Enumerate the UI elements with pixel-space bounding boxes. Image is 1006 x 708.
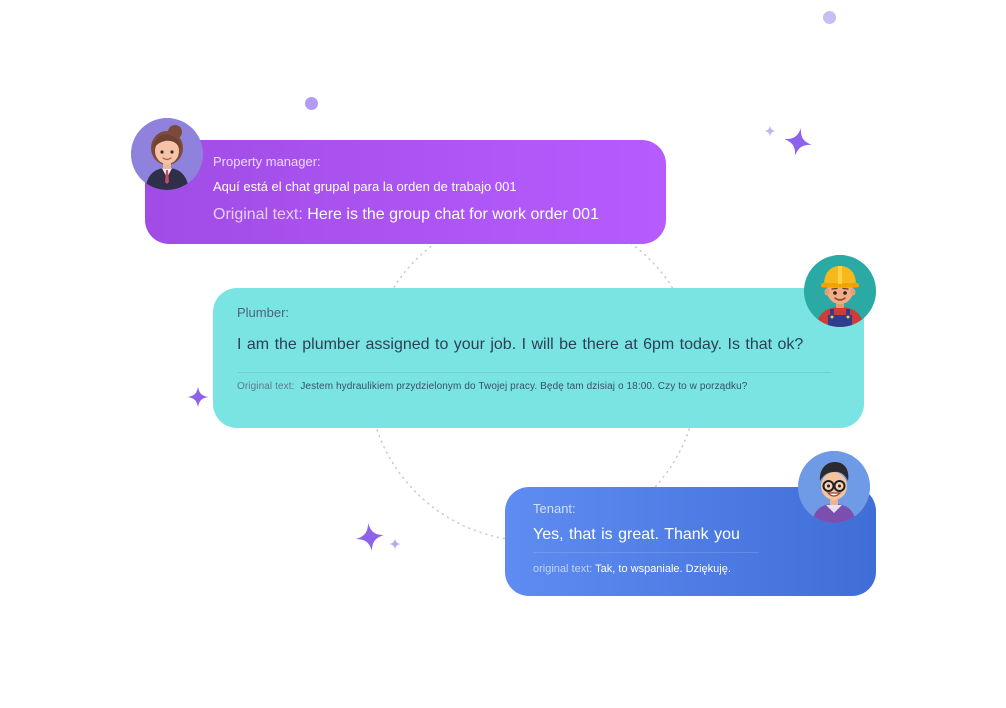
original-text-line: original text: Tak, to wspaniale. Dzięku… xyxy=(533,563,856,575)
sparkle-icon xyxy=(187,386,209,408)
chat-message-plumber: Plumber: I am the plumber assigned to yo… xyxy=(213,288,864,428)
message-divider xyxy=(533,552,759,553)
original-text-line: Original text: Here is the group chat fo… xyxy=(213,206,646,224)
original-text: Jestem hydraulikiem przydzielonym do Two… xyxy=(300,381,748,392)
chat-message-tenant: Tenant: Yes, that is great. Thank you or… xyxy=(505,487,876,596)
original-text-label: Original text: xyxy=(237,381,295,392)
original-text-line: Original text: Jestem hydraulikiem przyd… xyxy=(237,381,840,392)
sparkle-icon xyxy=(784,128,812,156)
original-text-label: original text: xyxy=(533,563,593,575)
translated-message: Aquí está el chat grupal para la orden d… xyxy=(213,179,517,194)
decor-dot xyxy=(305,97,318,110)
sparkle-icon xyxy=(389,538,401,550)
woman-manager-avatar-icon xyxy=(131,118,203,190)
message-divider xyxy=(237,372,831,373)
original-text: Here is the group chat for work order 00… xyxy=(307,206,599,223)
original-text-label: Original text: xyxy=(213,206,303,223)
translated-message: Yes, that is great. Thank you xyxy=(533,526,740,543)
tenant-glasses-avatar-icon xyxy=(798,451,870,523)
chat-message-property-manager: Property manager: Aquí está el chat grup… xyxy=(145,140,666,244)
sparkle-icon xyxy=(356,523,384,551)
sender-role: Property manager: xyxy=(213,154,321,169)
sparkle-icon xyxy=(764,125,776,137)
sender-role: Plumber: xyxy=(237,305,290,320)
original-text: Tak, to wspaniale. Dziękuję. xyxy=(595,563,731,575)
sender-role: Tenant: xyxy=(533,501,576,516)
decor-dot xyxy=(823,11,836,24)
translated-message: I am the plumber assigned to your job. I… xyxy=(237,336,804,353)
plumber-hardhat-avatar-icon xyxy=(804,255,876,327)
